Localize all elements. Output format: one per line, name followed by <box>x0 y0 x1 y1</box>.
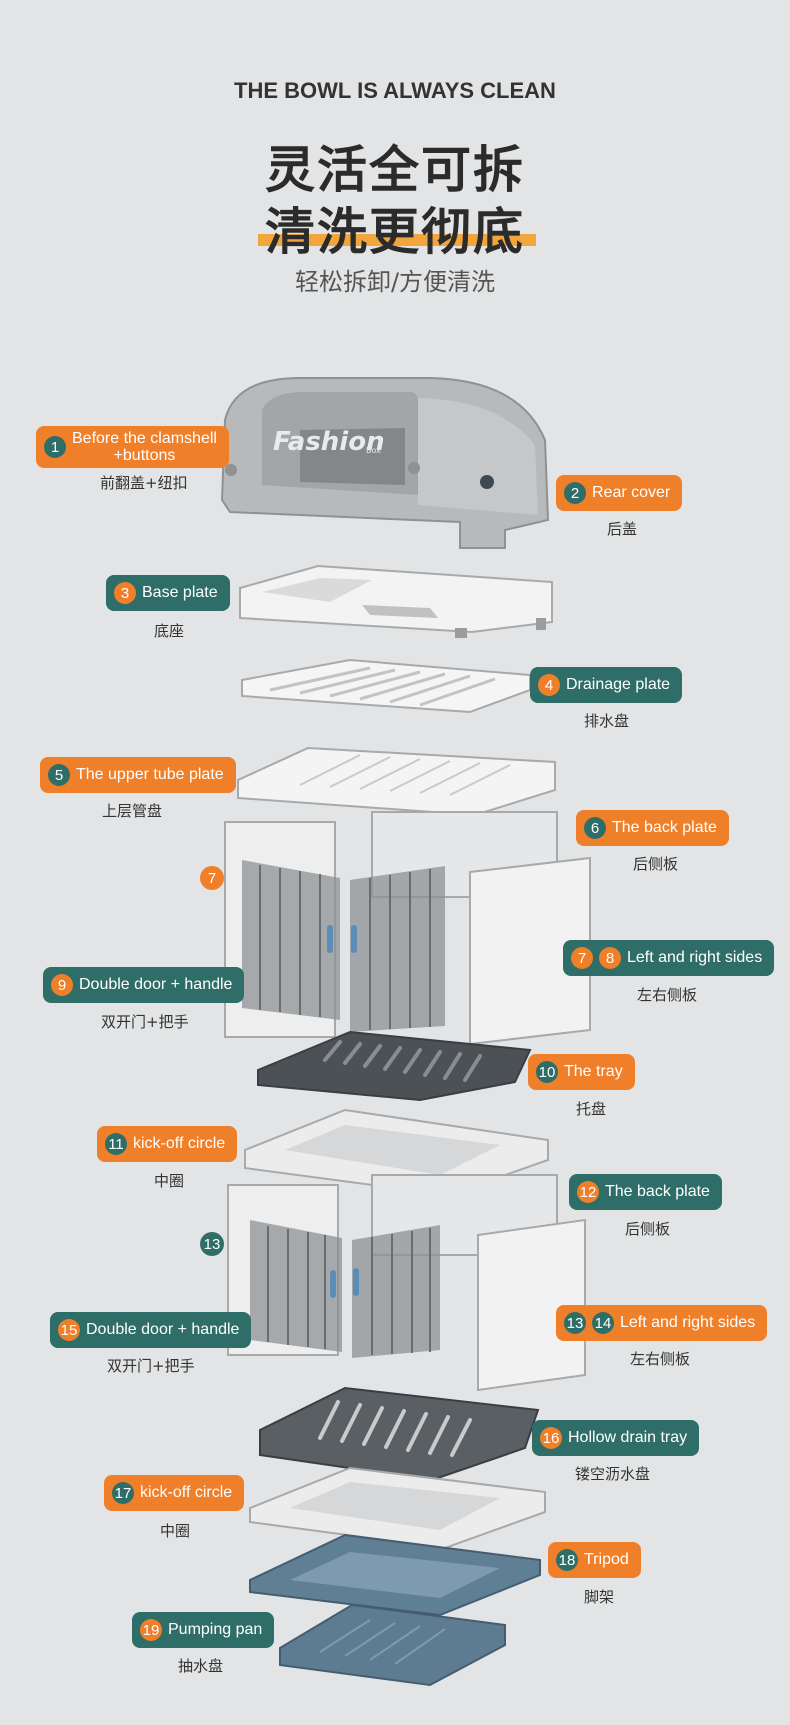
label-cn-left-right-sides-2: 左右侧板 <box>630 1350 691 1368</box>
label-en: The tray <box>564 1063 623 1080</box>
pumping-pan-illustration <box>279 1603 506 1687</box>
label-en: Double door + handle <box>86 1321 240 1338</box>
label-hollow-drain-tray: 16 Hollow drain tray <box>532 1420 700 1456</box>
label-en: Tripod <box>584 1551 629 1568</box>
tripod-illustration <box>249 1533 541 1617</box>
label-en: The back plate <box>605 1183 710 1200</box>
label-number: 2 <box>564 482 586 504</box>
label-rear-cover: 2 Rear cover <box>556 475 683 511</box>
lower-cabinet-illustration <box>227 1174 586 1392</box>
label-cn-pumping-pan: 抽水盘 <box>178 1657 224 1675</box>
label-left-right-sides-2: 13 14 Left and right sides <box>556 1305 768 1341</box>
label-en-line2: +buttons <box>113 447 176 464</box>
label-en: The upper tube plate <box>76 766 224 783</box>
label-number: 9 <box>51 974 73 996</box>
label-cn-double-door-2: 双开门+把手 <box>107 1357 195 1375</box>
tray-illustration <box>257 1030 532 1102</box>
label-double-door-2: 15 Double door + handle <box>50 1312 252 1348</box>
label-tripod: 18 Tripod <box>548 1542 641 1578</box>
label-en: kick-off circle <box>140 1484 233 1501</box>
label-front-clamshell: 1 Before the clamshell +buttons <box>36 426 229 468</box>
label-cn-tripod: 脚架 <box>584 1588 615 1606</box>
label-number: 6 <box>584 817 606 839</box>
kick-off-circle-illustration <box>244 1108 549 1197</box>
label-en: Hollow drain tray <box>568 1429 688 1446</box>
clamshell-cover-illustration: Fashion Box <box>220 377 550 549</box>
base-plate-illustration <box>239 564 553 638</box>
label-number: 17 <box>112 1482 134 1504</box>
label-number: 10 <box>536 1061 558 1083</box>
label-left-right-sides: 7 8 Left and right sides <box>563 940 775 976</box>
label-tray: 10 The tray <box>528 1054 635 1090</box>
drainage-plate-illustration <box>241 658 531 714</box>
label-cn-back-plate: 后侧板 <box>633 855 679 873</box>
hollow-drain-tray-illustration <box>259 1386 540 1482</box>
label-en-line1: Before the clamshell <box>72 430 217 447</box>
label-en: Pumping pan <box>168 1621 263 1638</box>
label-number: 19 <box>140 1619 162 1641</box>
label-base-plate: 3 Base plate <box>106 575 230 611</box>
headline-highlight-bar <box>258 234 536 246</box>
label-number: 13 <box>564 1312 586 1334</box>
label-en: The back plate <box>612 819 717 836</box>
label-cn-left-right-sides: 左右侧板 <box>637 986 698 1004</box>
upper-tube-plate-illustration <box>237 746 556 817</box>
cover-brand-main: Fashion <box>273 427 385 457</box>
label-double-door: 9 Double door + handle <box>43 967 245 1003</box>
label-number: 3 <box>114 582 136 604</box>
label-back-plate: 6 The back plate <box>576 810 729 846</box>
label-cn-upper-tube-plate: 上层管盘 <box>102 802 163 820</box>
label-number: 16 <box>540 1427 562 1449</box>
label-en: Left and right sides <box>620 1314 756 1331</box>
label-en: Rear cover <box>592 484 671 501</box>
cover-brand-small: Box <box>366 446 381 455</box>
label-kick-off-circle: 11 kick-off circle <box>97 1126 238 1162</box>
label-en: kick-off circle <box>133 1135 226 1152</box>
label-number: 15 <box>58 1319 80 1341</box>
label-cn-back-plate-2: 后侧板 <box>625 1220 671 1238</box>
label-number: 7 <box>571 947 593 969</box>
chinese-subheadline: 轻松拆卸/方便清洗 <box>294 268 496 296</box>
label-upper-tube-plate: 5 The upper tube plate <box>40 757 236 793</box>
label-cn-rear-cover: 后盖 <box>607 520 638 538</box>
label-number-2: 14 <box>592 1312 614 1334</box>
label-en: Drainage plate <box>566 676 671 693</box>
label-cn-tray: 托盘 <box>576 1100 607 1118</box>
label-cn-double-door: 双开门+把手 <box>101 1013 189 1031</box>
kick-off-circle-2-illustration <box>249 1466 546 1550</box>
badge-side-13: 13 <box>200 1232 224 1256</box>
badge-side-7: 7 <box>200 866 224 890</box>
label-en: Base plate <box>142 584 218 601</box>
label-drainage-plate: 4 Drainage plate <box>530 667 683 703</box>
label-number: 12 <box>577 1181 599 1203</box>
label-en: Left and right sides <box>627 949 763 966</box>
label-cn-hollow-drain-tray: 镂空沥水盘 <box>575 1465 651 1483</box>
upper-cabinet-illustration <box>224 811 591 1046</box>
label-cn-front-clamshell: 前翻盖+纽扣 <box>100 474 188 492</box>
label-number: 18 <box>556 1549 578 1571</box>
label-number-2: 8 <box>599 947 621 969</box>
chinese-headline-line1: 灵活全可拆 <box>265 141 525 199</box>
label-en: Double door + handle <box>79 976 233 993</box>
english-headline: THE BOWL IS ALWAYS CLEAN <box>234 78 556 103</box>
label-number: 5 <box>48 764 70 786</box>
chinese-headline-line2: 清洗更彻底 <box>265 203 525 261</box>
label-pumping-pan: 19 Pumping pan <box>132 1612 275 1648</box>
label-cn-kick-off-circle-2: 中圈 <box>160 1522 191 1540</box>
label-number: 4 <box>538 674 560 696</box>
label-cn-drainage-plate: 排水盘 <box>584 712 630 730</box>
label-back-plate-2: 12 The back plate <box>569 1174 722 1210</box>
label-number: 1 <box>44 436 66 458</box>
label-cn-kick-off-circle: 中圈 <box>154 1172 185 1190</box>
label-cn-base-plate: 底座 <box>154 622 185 640</box>
label-kick-off-circle-2: 17 kick-off circle <box>104 1475 245 1511</box>
label-number: 11 <box>105 1133 127 1155</box>
